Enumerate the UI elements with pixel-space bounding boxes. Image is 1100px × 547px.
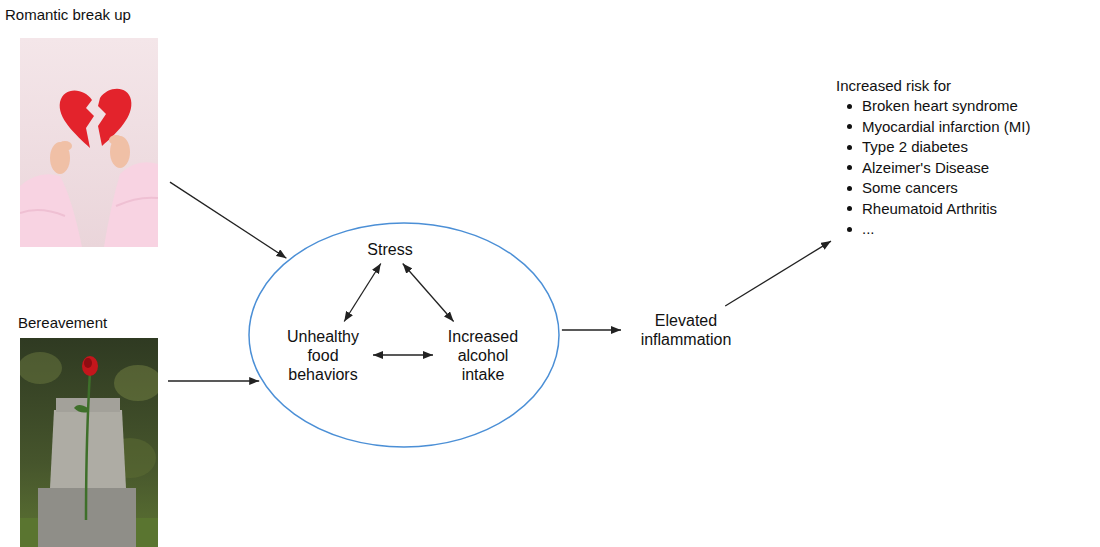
factor-label: Increased alcohol intake <box>438 327 528 384</box>
list-item: Type 2 diabetes <box>862 137 968 157</box>
factor-label: Stress <box>350 240 430 259</box>
bullet-dot <box>847 186 852 191</box>
photo-node: Bereavement <box>18 314 163 547</box>
list-item: Rheumatoid Arthritis <box>862 199 997 219</box>
arrow-connector <box>725 241 831 306</box>
arrow-connector <box>168 380 259 381</box>
list-row: Rheumatoid Arthritis <box>836 199 1098 220</box>
bullet-dot <box>847 227 852 232</box>
photo-heading: Bereavement <box>18 314 163 332</box>
factor-label: Unhealthy food behaviors <box>278 327 368 384</box>
bereavement-photo <box>20 338 158 547</box>
list-row: Type 2 diabetes <box>836 137 1098 158</box>
list-item: ... <box>862 219 875 239</box>
node-label: Unhealthy food behaviors <box>278 327 368 384</box>
list-row: ... <box>836 219 1098 240</box>
arrow-connector <box>170 182 286 258</box>
arrow-connector <box>403 264 454 322</box>
list-item: Myocardial infarction (MI) <box>862 117 1030 137</box>
risk-list: Increased risk forBroken heart syndromeM… <box>836 76 1098 240</box>
list-heading: Increased risk for <box>836 76 1098 96</box>
bullet-dot <box>847 104 852 109</box>
bullet-dot <box>847 145 852 150</box>
breakup-photo <box>20 38 158 247</box>
list-item: Broken heart syndrome <box>862 96 1018 116</box>
outcome-label: Elevated inflammation <box>626 311 746 349</box>
list-row: Broken heart syndrome <box>836 96 1098 117</box>
bullet-dot <box>847 124 852 129</box>
bullet-dot <box>847 206 852 211</box>
list-row: Some cancers <box>836 178 1098 199</box>
bullet-dot <box>847 165 852 170</box>
list-row: Alzeimer's Disease <box>836 158 1098 179</box>
list-row: Myocardial infarction (MI) <box>836 117 1098 138</box>
list-item: Alzeimer's Disease <box>862 158 989 178</box>
photo-node: Romantic break up <box>5 6 165 247</box>
arrow-connector <box>344 264 381 322</box>
node-label: Stress <box>350 240 430 259</box>
ellipse-line <box>249 223 559 447</box>
node-label: Elevated inflammation <box>626 311 746 349</box>
arrow-connector <box>562 329 621 330</box>
node-label: Increased alcohol intake <box>438 327 528 384</box>
arrow-connector <box>373 354 433 355</box>
list-item: Some cancers <box>862 178 958 198</box>
grouping-ellipse: StressUnhealthy food behaviors Increased … <box>248 222 560 448</box>
photo-heading: Romantic break up <box>5 6 165 24</box>
